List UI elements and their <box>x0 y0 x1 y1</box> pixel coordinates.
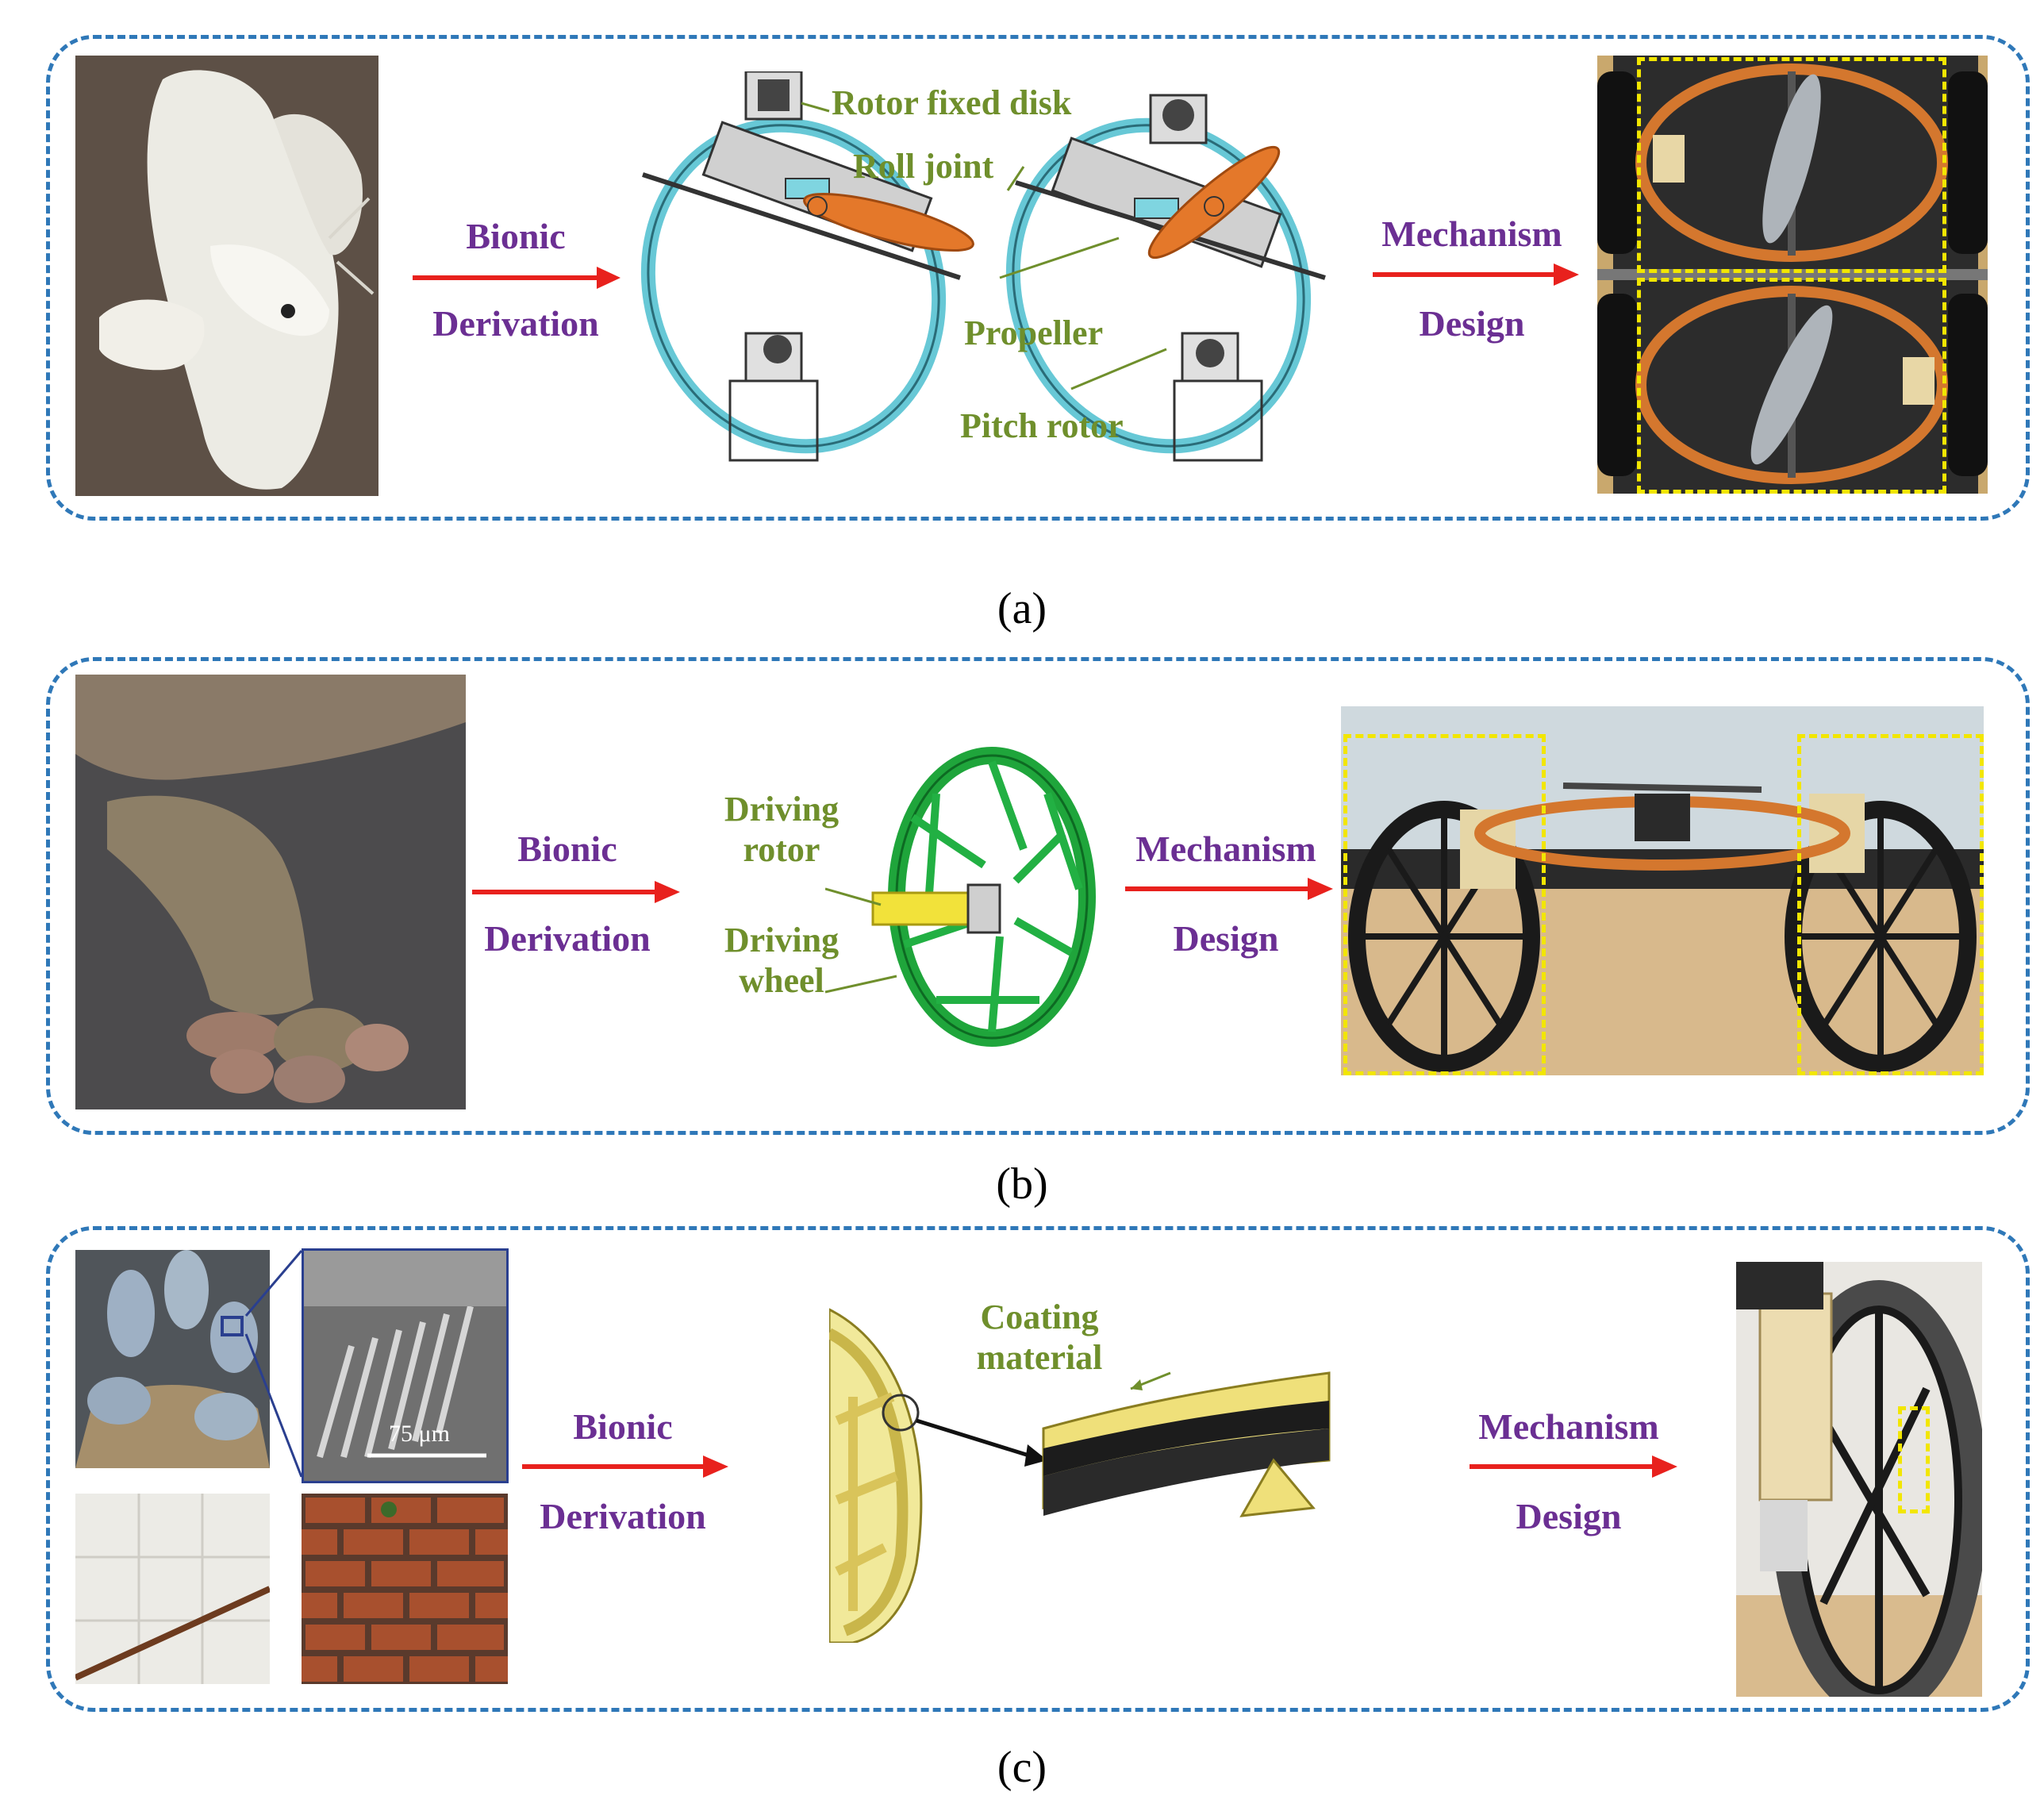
panel-c-arrow2-label2: Design <box>1426 1498 1712 1535</box>
panel-b-arrow2-label2: Design <box>1083 921 1369 957</box>
callout-rotor-fixed-disk: Rotor fixed disk <box>832 83 1072 122</box>
tile-wall-photo <box>75 1494 270 1684</box>
panel-c-label: (c) <box>997 1743 1047 1792</box>
setae-sem-image <box>302 1248 509 1483</box>
callout-driving-wheel-line1: Driving <box>724 921 840 959</box>
coating-material-cad <box>829 1302 1337 1643</box>
panel-c-arrow1-line1: Bionic <box>573 1406 673 1447</box>
callout-coating-material: Coating material <box>952 1298 1127 1378</box>
callout-driving-rotor-line2: rotor <box>743 829 820 869</box>
panel-b-frame <box>46 657 2030 1135</box>
gecko-foot-photo <box>75 675 466 1109</box>
callout-driving-wheel: Driving wheel <box>698 921 865 1001</box>
panel-c-arrow2-line2: Design <box>1516 1496 1622 1536</box>
highlight-box-a-bottom <box>1637 278 1946 494</box>
callout-driving-rotor: Driving rotor <box>698 790 865 870</box>
callout-driving-rotor-line1: Driving <box>724 790 840 829</box>
driving-wheel-cad <box>825 746 1103 1048</box>
panel-a-arrow2-line1: Mechanism <box>1381 213 1562 254</box>
panel-b-arrow2-line2: Design <box>1173 918 1279 959</box>
moth-photo <box>75 56 378 496</box>
panel-a-arrow1-line2: Derivation <box>432 303 599 344</box>
panel-a-arrow2-line2: Design <box>1419 303 1525 344</box>
highlight-box-a-top <box>1637 57 1946 273</box>
callout-coating-line1: Coating <box>980 1298 1099 1336</box>
panel-b-arrow1-line1: Bionic <box>517 829 617 869</box>
callout-driving-wheel-line2: wheel <box>739 960 824 1000</box>
panel-c-arrow1 <box>522 1455 728 1478</box>
panel-c-arrow1-line2: Derivation <box>540 1496 706 1536</box>
panel-b-arrow2 <box>1125 878 1333 900</box>
panel-a-arrow1-line1: Bionic <box>466 216 566 256</box>
panel-a-rotor-cad <box>627 71 1389 468</box>
panel-a-arrow2-label2: Design <box>1329 306 1615 342</box>
panel-b-arrow1 <box>472 881 680 903</box>
callout-propeller: Propeller <box>964 313 1104 352</box>
brick-wall-photo <box>302 1494 508 1684</box>
panel-a-arrow1-label2: Derivation <box>373 306 659 342</box>
coated-wheel-photo <box>1736 1262 1982 1697</box>
highlight-box-b-right <box>1797 734 1984 1075</box>
panel-b-arrow1-label2: Derivation <box>425 921 710 957</box>
panel-c-arrow1-label2: Derivation <box>480 1498 766 1535</box>
highlight-box-c <box>1898 1406 1930 1513</box>
panel-c-arrow2-line1: Mechanism <box>1478 1406 1659 1447</box>
callout-roll-joint: Roll joint <box>853 147 994 186</box>
robot-front-view-photo <box>1341 706 1984 1075</box>
panel-b-arrow1-line2: Derivation <box>484 918 651 959</box>
panel-c-arrow2 <box>1470 1455 1677 1478</box>
scale-bar-label: 75 μm <box>389 1421 450 1447</box>
panel-a-frame <box>46 35 2030 521</box>
panel-a-arrow2-label: Mechanism <box>1329 216 1615 252</box>
panel-a-arrow1 <box>413 267 620 289</box>
panel-b-arrow2-label: Mechanism <box>1083 831 1369 867</box>
callout-coating-line2: material <box>976 1337 1103 1377</box>
panel-a-label: (a) <box>997 584 1047 633</box>
panel-b-arrow1-label: Bionic <box>425 831 710 867</box>
panel-a-arrow1-label: Bionic <box>373 218 659 255</box>
zoom-connector-lines <box>244 1250 303 1478</box>
panel-c-arrow2-label: Mechanism <box>1426 1409 1712 1445</box>
panel-c-arrow1-label: Bionic <box>480 1409 766 1445</box>
callout-pitch-rotor: Pitch rotor <box>960 406 1124 445</box>
panel-b-arrow2-line1: Mechanism <box>1135 829 1316 869</box>
panel-a-arrow2 <box>1373 263 1579 286</box>
panel-b-label: (b) <box>996 1159 1048 1209</box>
highlight-box-b-left <box>1343 734 1546 1075</box>
panel-c-frame <box>46 1226 2030 1712</box>
gecko-toe-photo <box>75 1250 270 1468</box>
